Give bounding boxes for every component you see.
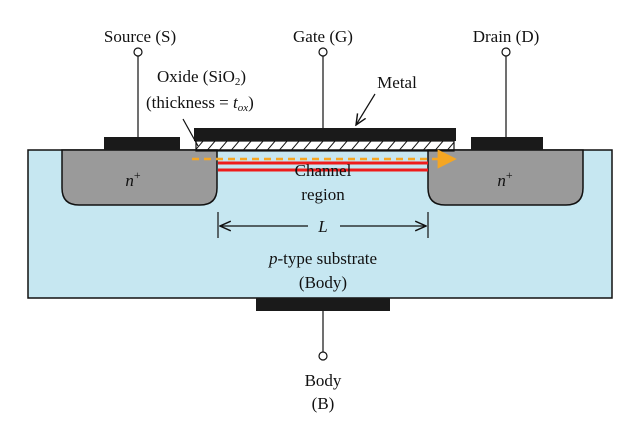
body-label-line1: Body bbox=[305, 371, 342, 390]
body-terminal bbox=[318, 311, 328, 361]
n-plus-source-region bbox=[61, 149, 218, 206]
oxide-layer bbox=[195, 140, 455, 152]
gate-label: Gate (G) bbox=[293, 27, 353, 46]
body-label-line2: (B) bbox=[312, 394, 335, 413]
drain-terminal bbox=[501, 47, 511, 137]
metal-label: Metal bbox=[377, 73, 417, 92]
n-plus-source-label: n+ bbox=[125, 168, 141, 190]
substrate-label-line2: (Body) bbox=[299, 273, 347, 292]
oxide-leader-line bbox=[182, 118, 199, 147]
gate-terminal bbox=[318, 47, 328, 128]
body-contact bbox=[256, 298, 390, 311]
gate-metal-plate bbox=[194, 128, 456, 141]
channel-label-line1: Channel bbox=[295, 161, 352, 180]
n-plus-drain-label: n+ bbox=[497, 168, 513, 190]
oxide-label-line1: Oxide (SiO2) bbox=[157, 67, 246, 88]
oxide-label-line2: (thickness = tox) bbox=[146, 93, 254, 114]
source-label: Source (S) bbox=[104, 27, 176, 46]
n-plus-drain-region bbox=[427, 149, 584, 206]
drain-contact bbox=[471, 137, 543, 150]
metal-leader-line bbox=[356, 93, 376, 125]
source-terminal bbox=[133, 47, 143, 137]
source-contact bbox=[104, 137, 180, 150]
drain-label: Drain (D) bbox=[473, 27, 540, 46]
channel-label-line2: region bbox=[301, 185, 345, 204]
channel-length-label: L bbox=[317, 217, 327, 236]
substrate-label-line1: p-type substrate bbox=[268, 249, 377, 268]
